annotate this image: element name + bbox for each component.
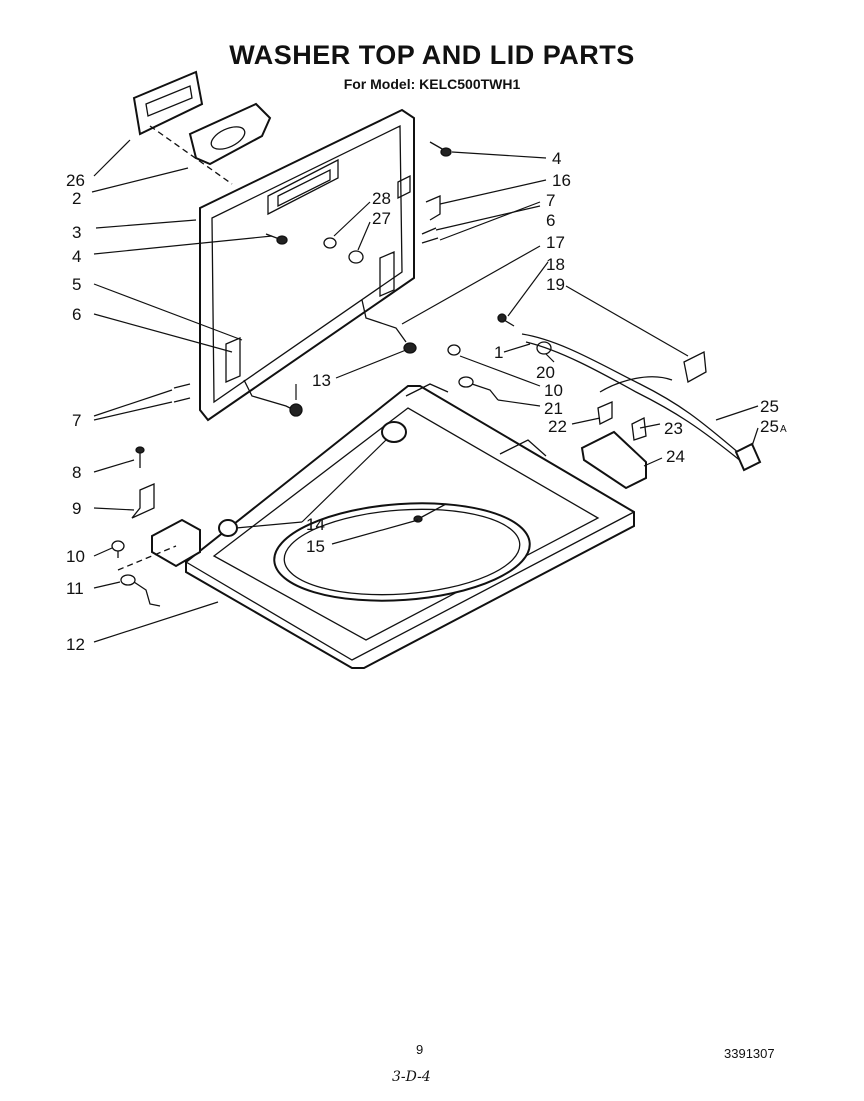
callout-19: 19 bbox=[546, 275, 565, 294]
lid-bumper-4b bbox=[429, 141, 452, 157]
clip-16 bbox=[425, 195, 441, 221]
callout-20: 20 bbox=[536, 363, 555, 382]
callout-4a: 4 bbox=[72, 247, 81, 266]
callout-8: 8 bbox=[72, 463, 81, 482]
callout-14: 14 bbox=[306, 515, 325, 534]
callout-24: 24 bbox=[666, 447, 685, 466]
callout-25: 25 bbox=[760, 397, 779, 416]
washer-28 bbox=[323, 237, 337, 249]
switch-22 bbox=[597, 401, 613, 425]
callout-5: 5 bbox=[72, 275, 81, 294]
screws-7a bbox=[173, 383, 191, 403]
connector-25a bbox=[734, 442, 762, 472]
screw-18 bbox=[497, 313, 515, 327]
callout-7b: 7 bbox=[546, 191, 555, 210]
callout-17: 17 bbox=[546, 233, 565, 252]
lid-frame bbox=[199, 108, 415, 422]
document-number: 3391307 bbox=[724, 1046, 775, 1061]
callout-10a: 10 bbox=[66, 547, 85, 566]
callout-10b: 10 bbox=[544, 381, 563, 400]
page-title: WASHER TOP AND LID PARTS bbox=[229, 40, 635, 70]
model-subtitle: For Model: KELC500TWH1 bbox=[343, 76, 521, 92]
callout-13: 13 bbox=[312, 371, 331, 390]
callout-7a: 7 bbox=[72, 411, 81, 430]
hinge-plate-26 bbox=[132, 70, 204, 136]
callout-15: 15 bbox=[306, 537, 325, 556]
callout-21: 21 bbox=[544, 399, 563, 418]
callout-11: 11 bbox=[66, 579, 84, 598]
callout-6b: 6 bbox=[546, 211, 555, 230]
screw-8 bbox=[135, 446, 145, 468]
connector-19 bbox=[683, 350, 707, 384]
callout-12: 12 bbox=[66, 635, 85, 654]
hinge-cover-2 bbox=[188, 102, 272, 166]
handwritten-note: 3-D-4 bbox=[392, 1069, 431, 1085]
page-number: 9 bbox=[416, 1042, 424, 1057]
bumper-14a bbox=[218, 519, 238, 537]
callout-2: 2 bbox=[72, 189, 81, 208]
spring-11 bbox=[120, 574, 161, 607]
bumper-14b bbox=[381, 421, 407, 443]
callout-23: 23 bbox=[664, 419, 683, 438]
callout-4b: 4 bbox=[552, 149, 561, 168]
callout-6a: 6 bbox=[72, 305, 81, 324]
switch-21 bbox=[458, 376, 499, 401]
callout-25a: 25 bbox=[760, 417, 779, 436]
nut-20 bbox=[536, 341, 552, 355]
bracket-9 bbox=[131, 483, 155, 519]
callout-18: 18 bbox=[546, 255, 565, 274]
knob-10a bbox=[111, 540, 125, 558]
callout-3: 3 bbox=[72, 223, 81, 242]
callout-1: 1 bbox=[494, 343, 503, 362]
leader-lines bbox=[91, 139, 759, 643]
washer-top-panel bbox=[151, 383, 635, 669]
bracket-23 bbox=[631, 417, 647, 441]
callout-27: 27 bbox=[372, 209, 391, 228]
lid-bumper-4a bbox=[265, 233, 288, 245]
callout-16: 16 bbox=[552, 171, 571, 190]
callout-22: 22 bbox=[548, 417, 567, 436]
screws-7b bbox=[421, 227, 439, 244]
knob-10b bbox=[447, 344, 461, 356]
switch-cover-24 bbox=[580, 430, 647, 490]
callout-9: 9 bbox=[72, 499, 81, 518]
callout-26: 26 bbox=[66, 171, 85, 190]
nut-27 bbox=[348, 250, 364, 264]
lid-hinge-left-6 bbox=[225, 337, 303, 417]
callout-28: 28 bbox=[372, 189, 391, 208]
lid-hinge-right-17 bbox=[361, 251, 417, 354]
wire-harness-25 bbox=[521, 333, 743, 463]
callout-25a-suffix: A bbox=[780, 424, 787, 435]
